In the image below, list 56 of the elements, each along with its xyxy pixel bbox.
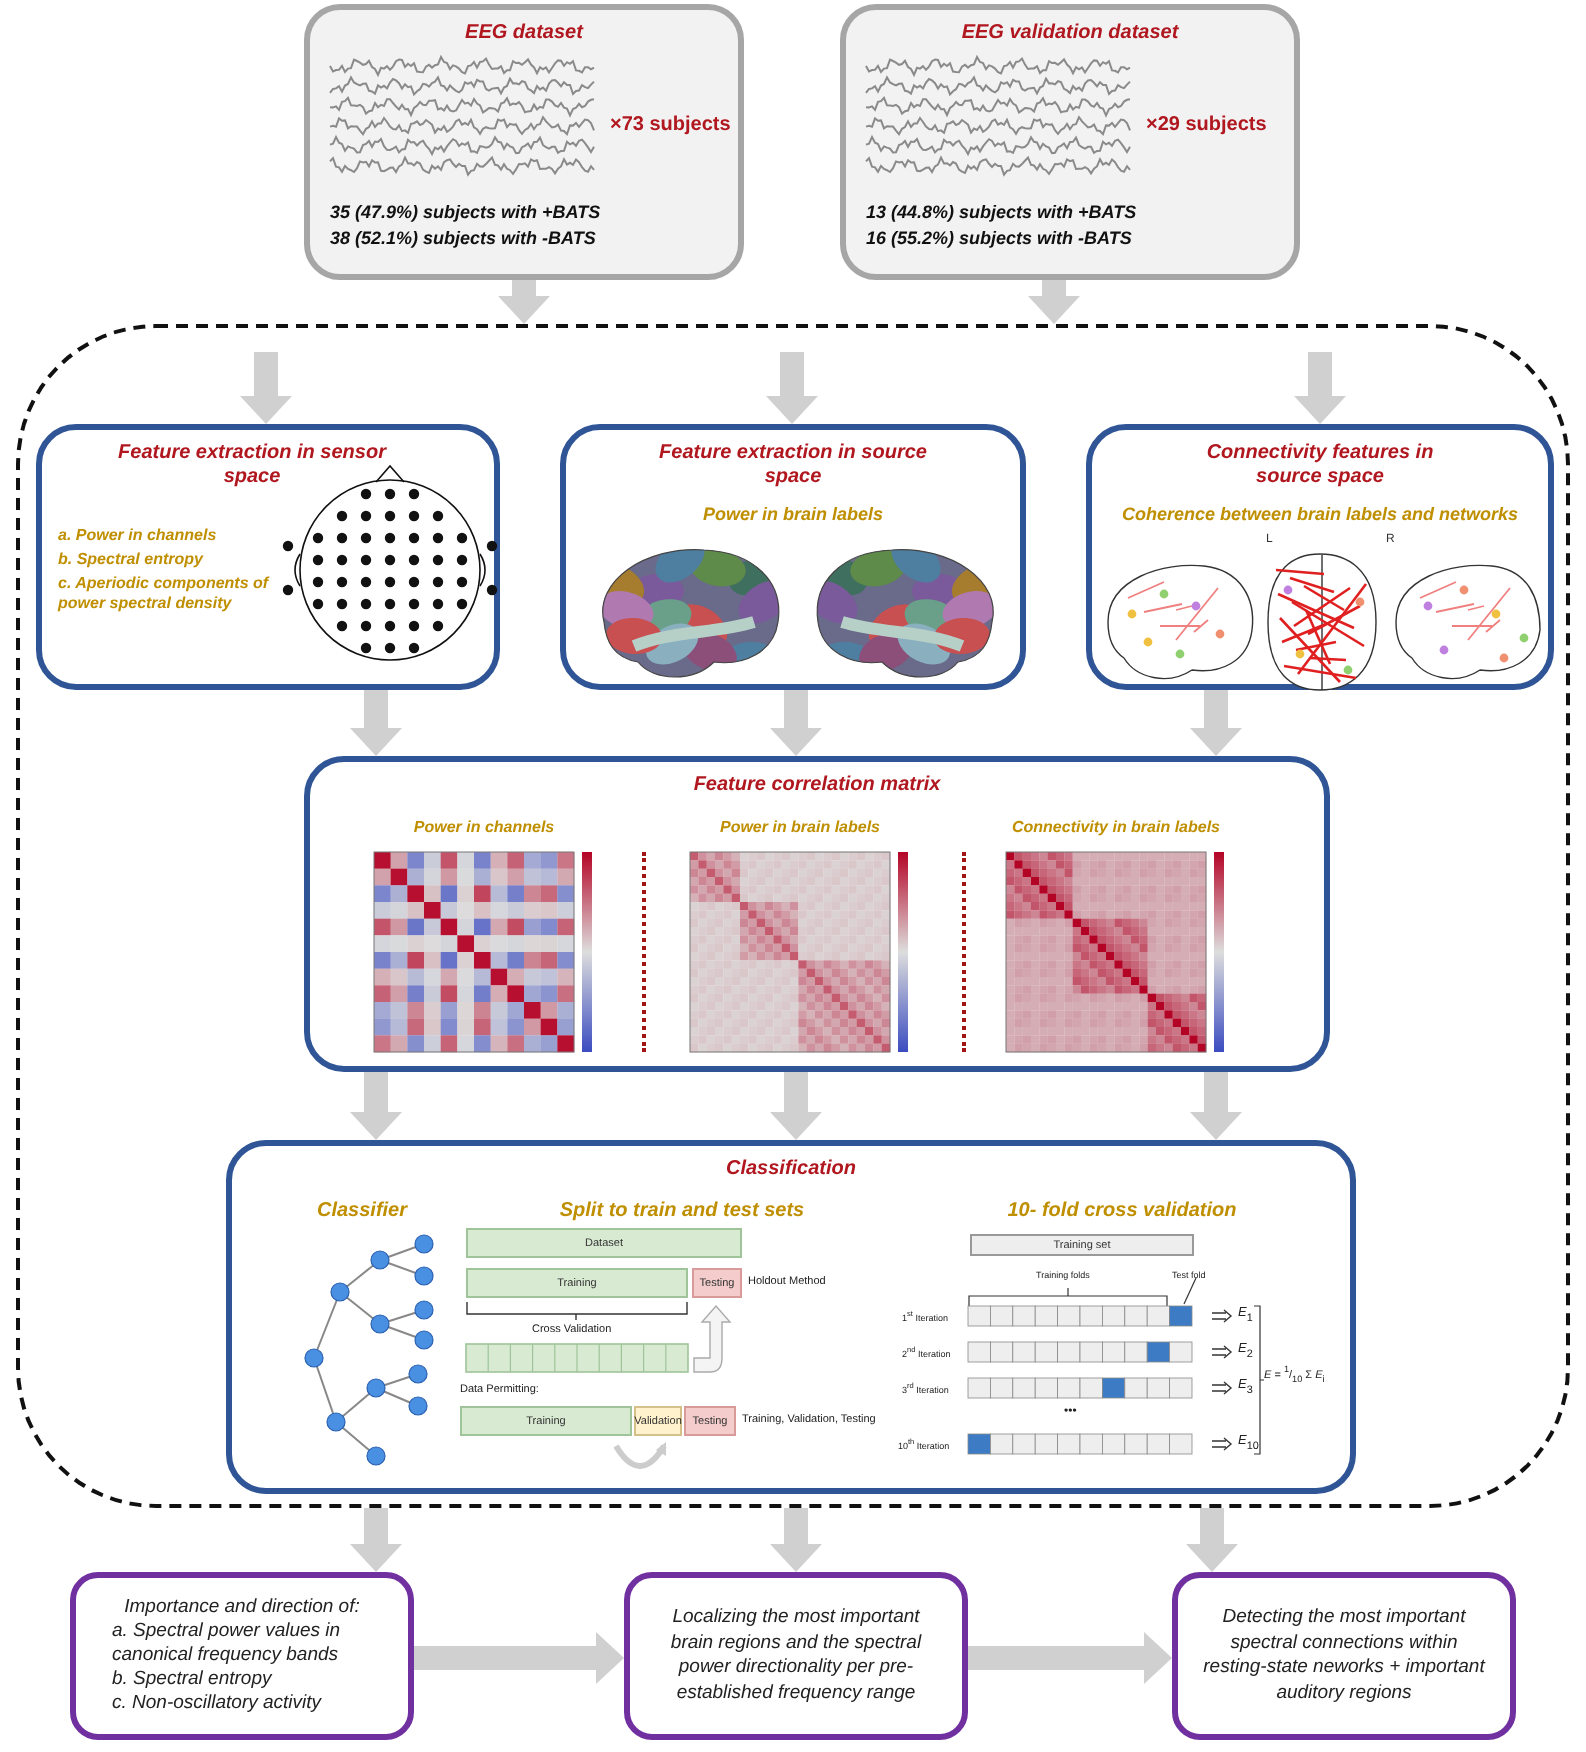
block-arrow: [770, 690, 822, 756]
process-panel: [1086, 424, 1554, 690]
process-panel: [36, 424, 500, 690]
block-arrow: [498, 280, 550, 324]
subject-count: ×73 subjects: [610, 114, 731, 136]
section-title: Classifier: [314, 1200, 410, 1224]
result-text: Localizing the most important brain regions and the spectral power directionality per pre-established frequency range: [668, 1604, 924, 1707]
subject-count: ×29 subjects: [1146, 114, 1267, 136]
process-panel: [226, 1140, 1356, 1494]
dataset-panel: [840, 4, 1300, 280]
block-arrow: [968, 1632, 1172, 1684]
feature-item: a. Power in channels: [58, 526, 219, 546]
feature-item: c. Aperiodic components of power spectral density: [58, 574, 272, 614]
feature-item: b. Spectral entropy: [58, 550, 206, 570]
block-arrow: [1028, 280, 1080, 324]
result-text: c. Non-oscillatory activity: [110, 1692, 324, 1716]
panel-title: Classification: [723, 1158, 859, 1182]
panel-subtitle: Coherence between brain labels and networks: [1119, 502, 1521, 526]
matrix-title: Power in brain labels: [717, 816, 883, 840]
subject-stat: 35 (47.9%) subjects with +BATS: [330, 202, 601, 222]
dataset-panel: [304, 4, 744, 280]
block-arrow: [770, 1508, 822, 1572]
result-box: [624, 1572, 968, 1740]
block-arrow: [766, 352, 818, 424]
matrix-title: Power in channels: [411, 816, 557, 840]
panel-title: Feature extraction in source space: [657, 442, 929, 490]
block-arrow: [1190, 1072, 1242, 1140]
matrix-title: Connectivity in brain labels: [1009, 816, 1223, 840]
block-arrow: [770, 1072, 822, 1140]
block-arrow: [350, 1508, 402, 1572]
process-panel: [560, 424, 1026, 690]
panel-subtitle: Power in brain labels: [700, 502, 886, 526]
block-arrow: [240, 352, 292, 424]
block-arrow: [1186, 1508, 1238, 1572]
panel-title: Feature correlation matrix: [691, 774, 943, 798]
panel-title: Connectivity features in source space: [1204, 442, 1436, 490]
result-box: [1172, 1572, 1516, 1740]
subject-stat: 13 (44.8%) subjects with +BATS: [866, 202, 1137, 222]
process-panel: [304, 756, 1330, 1072]
result-text: b. Spectral entropy: [110, 1668, 275, 1692]
block-arrow: [350, 690, 402, 756]
block-arrow: [1190, 690, 1242, 756]
section-title: 10- fold cross validation: [1005, 1200, 1239, 1224]
block-arrow: [1294, 352, 1346, 424]
result-box: [70, 1572, 414, 1740]
panel-title: Feature extraction in sensor space: [116, 442, 389, 490]
subject-stat: 38 (52.1%) subjects with -BATS: [330, 228, 596, 248]
result-text: Detecting the most important spectral connections within resting-state neworks + important auditory regions: [1201, 1604, 1488, 1707]
panel-title: EEG validation dataset: [959, 22, 1181, 46]
panel-title: EEG dataset: [463, 22, 586, 46]
subject-stat: 16 (55.2%) subjects with -BATS: [866, 228, 1132, 248]
section-title: Split to train and test sets: [557, 1200, 807, 1224]
dashed-container: [16, 324, 1570, 1508]
block-arrow: [414, 1632, 624, 1684]
block-arrow: [350, 1072, 402, 1140]
result-text: Importance and direction of:: [122, 1596, 362, 1620]
